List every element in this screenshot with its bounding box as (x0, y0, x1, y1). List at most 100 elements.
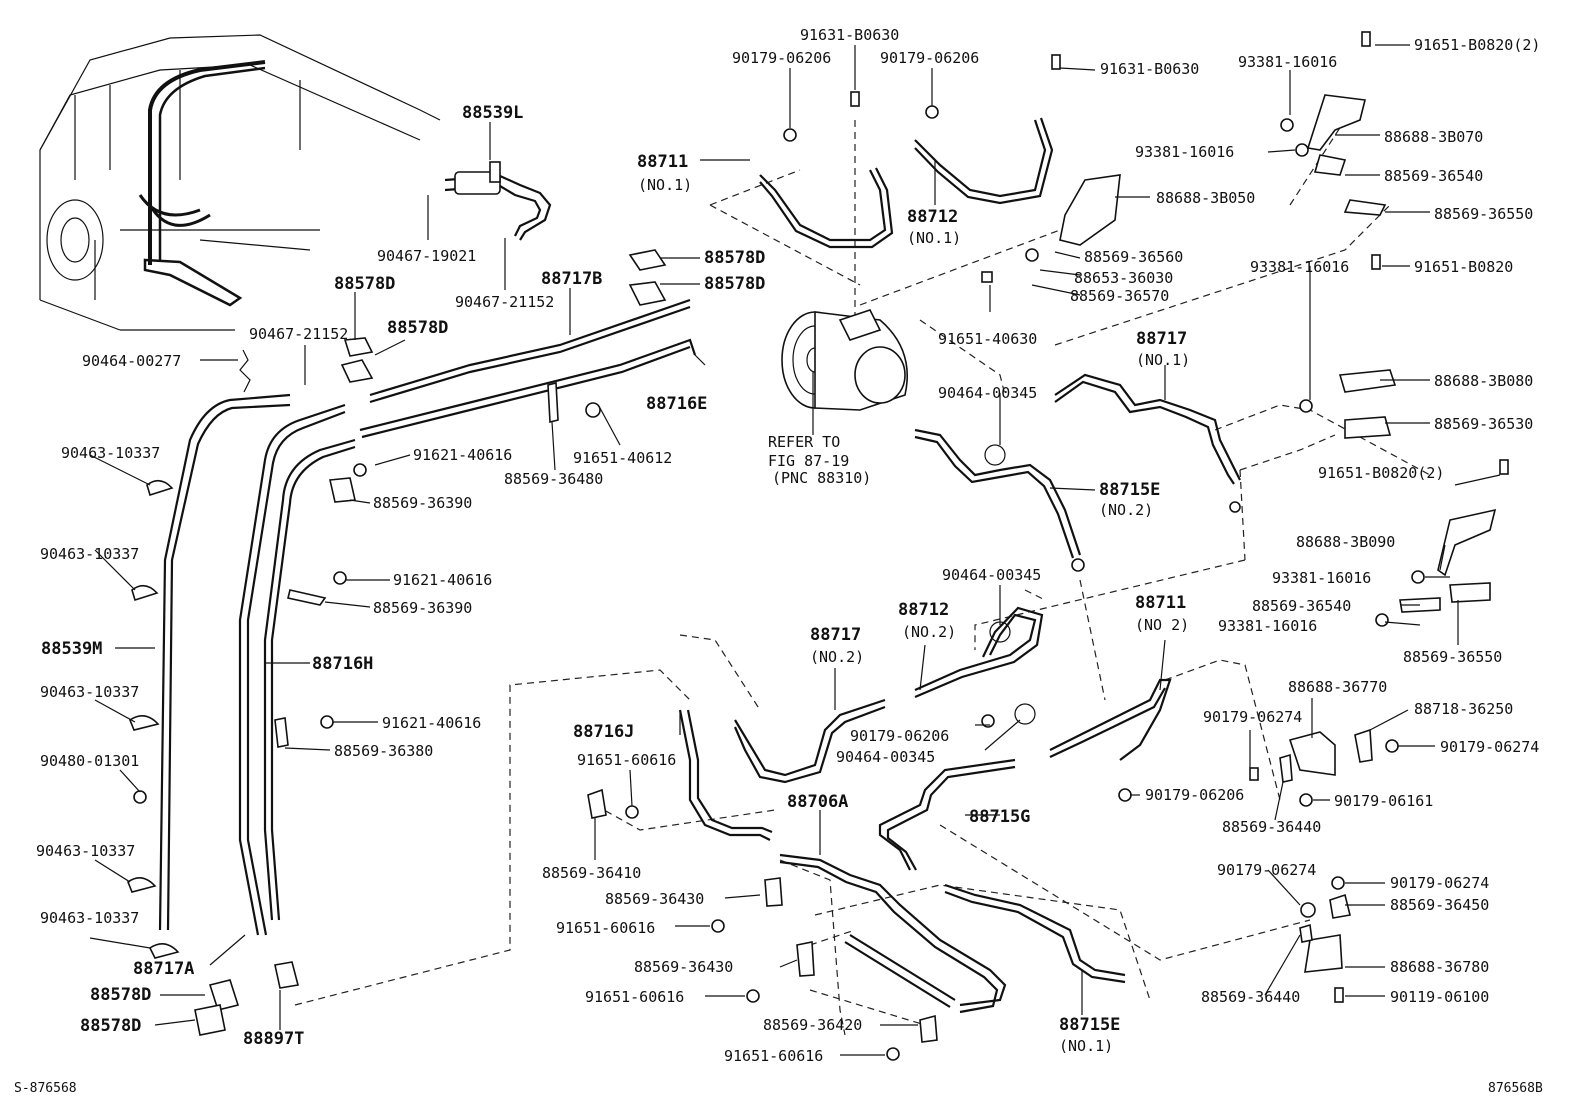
label-88569-36480: 88569-36480 (504, 470, 603, 488)
label-88717-no2-sub: (NO.2) (810, 648, 864, 666)
vehicle-sketch (39, 34, 441, 331)
label-91651-b0820-2-b: 91651-B0820(2) (1318, 464, 1444, 482)
label-90464-00345-c: 90464-00345 (836, 748, 935, 766)
clip-90464-00277 (239, 349, 251, 393)
grommet-3 (129, 715, 160, 731)
clamp-88897t (274, 961, 299, 989)
label-88717-no2: 88717 (810, 625, 861, 645)
label-91631-b0630: 91631-B0630 (800, 26, 899, 44)
leader-lines (89, 44, 1501, 1056)
label-88578d-4: 88578D (387, 318, 448, 338)
label-91651-60616-2: 91651-60616 (556, 919, 655, 937)
label-88715g: 88715G (969, 807, 1030, 827)
bracket-88688-3b070 (1306, 94, 1366, 151)
label-93381-16016-b: 93381-16016 (1135, 143, 1234, 161)
compressor (781, 309, 908, 411)
clamp-88569-36450 (1329, 893, 1351, 919)
hoses-and-pipes (158, 117, 1241, 1014)
clip-88569-36440 (1279, 753, 1293, 783)
label-88688-36770: 88688-36770 (1288, 678, 1387, 696)
label-88711-no2: 88711 (1135, 593, 1186, 613)
clamp-88578d-a (628, 249, 667, 271)
label-88578d-6: 88578D (80, 1016, 141, 1036)
label-88706a: 88706A (787, 792, 848, 812)
band-90464-00345-c (1014, 703, 1036, 725)
label-88569-36570: 88569-36570 (1070, 287, 1169, 305)
label-91621-40616-2: 91621-40616 (393, 571, 492, 589)
label-91651-40630: 91651-40630 (938, 330, 1037, 348)
label-88688-3b080: 88688-3B080 (1434, 372, 1533, 390)
label-88716h: 88716H (312, 654, 373, 674)
label-88569-36420: 88569-36420 (763, 1016, 862, 1034)
label-88569-36560: 88569-36560 (1084, 248, 1183, 266)
label-90480-01301: 90480-01301 (40, 752, 139, 770)
label-91651-60616-3: 91651-60616 (585, 988, 684, 1006)
label-90463-10337-2: 90463-10337 (40, 545, 139, 563)
label-88715e-no1-sub: (NO.1) (1059, 1037, 1113, 1055)
label-88569-36540: 88569-36540 (1384, 167, 1483, 185)
bracket-88688-36780 (1304, 934, 1343, 973)
clamp-88578d-c (343, 337, 374, 357)
label-88718-36250: 88718-36250 (1414, 700, 1513, 718)
label-88712-no1: (NO.1) (907, 229, 961, 247)
label-90179-06274-d: 90179-06274 (1390, 874, 1489, 892)
label-88716e: 88716E (646, 394, 707, 414)
label-90179-06206: 90179-06206 (732, 49, 831, 67)
label-88569-36440: 88569-36440 (1222, 818, 1321, 836)
label-88711-no2-sub: (NO 2) (1135, 616, 1189, 634)
label-88578d-1: 88578D (334, 274, 395, 294)
clamp-88569-36540 (1313, 154, 1347, 176)
fitting-88539l (454, 171, 501, 195)
label-88711-no1: (NO.1) (638, 176, 692, 194)
nut-90179-06274 (1300, 902, 1316, 918)
label-88569-36430-1: 88569-36430 (605, 890, 704, 908)
clamp-88569-36410 (587, 788, 607, 819)
label-88578d-5: 88578D (90, 985, 151, 1005)
label-90463-10337-5: 90463-10337 (40, 909, 139, 927)
footer-left-code: S-876568 (14, 1081, 77, 1096)
label-93381-16016-c: 93381-16016 (1250, 258, 1349, 276)
label-91621-40616-1: 91621-40616 (413, 446, 512, 464)
clamp-88578d-b (628, 281, 667, 306)
label-90179-06274-b: 90179-06274 (1440, 738, 1539, 756)
label-90179-06206-d: 90179-06206 (1145, 786, 1244, 804)
components (127, 31, 1509, 1061)
label-91651-b0820-2: 91651-B0820(2) (1414, 36, 1540, 54)
label-pnc-88310: (PNC 88310) (772, 469, 871, 487)
label-88569-36430-2: 88569-36430 (634, 958, 733, 976)
label-93381-16016-d: 93381-16016 (1272, 569, 1371, 587)
label-91651-60616-4: 91651-60616 (724, 1047, 823, 1065)
clamp-88569-36430-b (796, 941, 815, 977)
label-88717-no1: 88717 (1136, 329, 1187, 349)
label-88569-36440-b: 88569-36440 (1201, 988, 1300, 1006)
label-88569-36540-b: 88569-36540 (1252, 597, 1351, 615)
label-90463-10337-4: 90463-10337 (36, 842, 135, 860)
fasteners (320, 31, 1509, 1061)
label-88569-36450: 88569-36450 (1390, 896, 1489, 914)
label-88569-36390-2: 88569-36390 (373, 599, 472, 617)
label-88578d-2: 88578D (704, 248, 765, 268)
label-90463-10337-1: 90463-10337 (61, 444, 160, 462)
clamp-88578d-e (208, 979, 240, 1011)
label-88715e-no2: 88715E (1099, 480, 1160, 500)
label-88569-36530: 88569-36530 (1434, 415, 1533, 433)
footer-right-code: 876568B (1488, 1081, 1543, 1096)
fitting-88539l-nipple (489, 161, 501, 183)
label-88569-36550: 88569-36550 (1434, 205, 1533, 223)
bracket-88688-3b090 (1437, 508, 1497, 577)
label-88653-36030: 88653-36030 (1074, 269, 1173, 287)
label-91631-b0630-b: 91631-B0630 (1100, 60, 1199, 78)
label-88717-no1-sub: (NO.1) (1136, 351, 1190, 369)
clamp-88569-36430 (764, 877, 783, 907)
label-refer-to: REFER TO (768, 433, 840, 451)
label-88539l: 88539L (462, 103, 523, 123)
grommet-1 (146, 479, 174, 497)
label-91651-40612: 91651-40612 (573, 449, 672, 467)
label-88569-36410: 88569-36410 (542, 864, 641, 882)
label-88578d-3: 88578D (704, 274, 765, 294)
label-91621-40616-3: 91621-40616 (382, 714, 481, 732)
label-90119-06100: 90119-06100 (1390, 988, 1489, 1006)
clip-88718-36250 (1354, 728, 1373, 763)
label-88569-36380: 88569-36380 (334, 742, 433, 760)
